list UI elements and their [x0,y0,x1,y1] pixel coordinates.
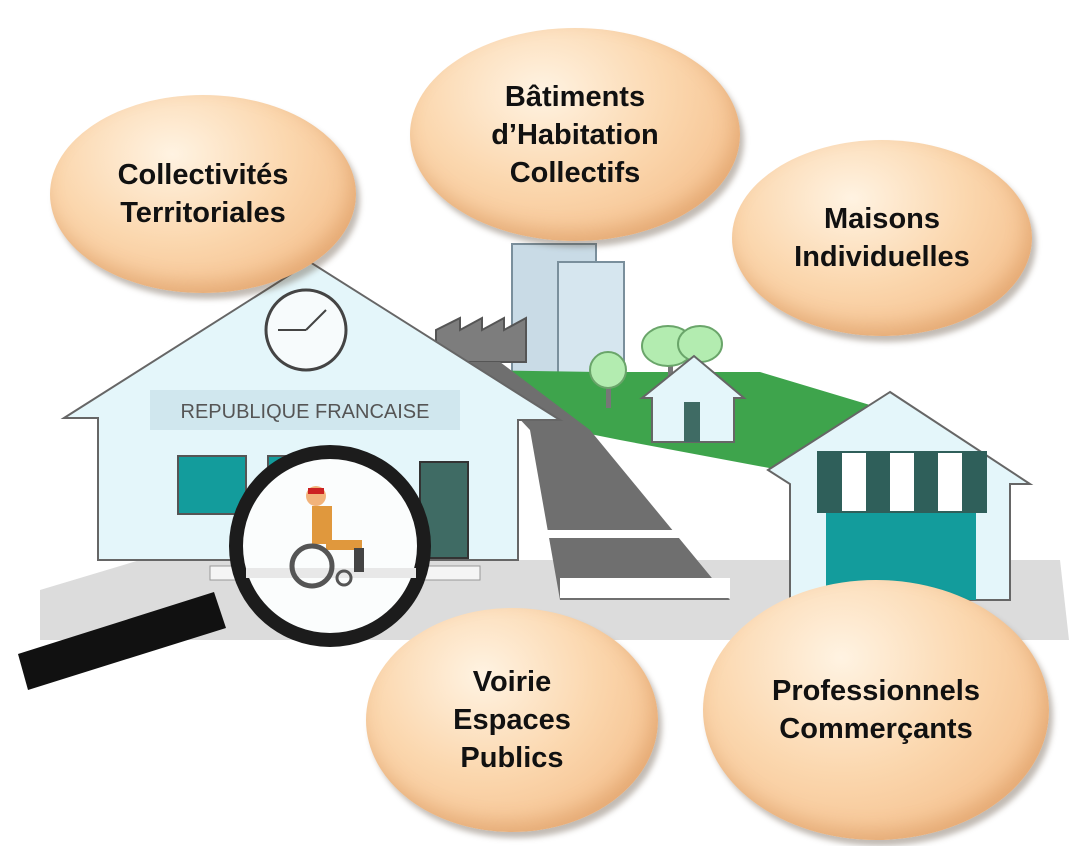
bubble-maisons-individuelles: Maisons Individuelles [732,140,1032,336]
road [466,362,730,600]
magnifying-glass-icon [18,445,431,690]
trees [589,325,723,408]
bubble-voirie-espaces-publics: Voirie Espaces Publics [366,608,658,832]
bubble-batiments-habitation-collectifs: Bâtiments d’Habitation Collectifs [410,28,740,241]
clock-icon [264,288,348,372]
bubble-professionnels-commercants: Professionnels Commerçants [703,580,1049,840]
bubble-collectivites-territoriales: Collectivités Territoriales [50,95,356,293]
town-hall-sign: REPUBLIQUE FRANCAISE [181,401,430,423]
shop [766,390,1034,601]
wheelchair-user-icon [289,486,364,589]
shop-awning [817,451,987,513]
small-house [639,354,747,443]
crosswalk [540,530,730,598]
